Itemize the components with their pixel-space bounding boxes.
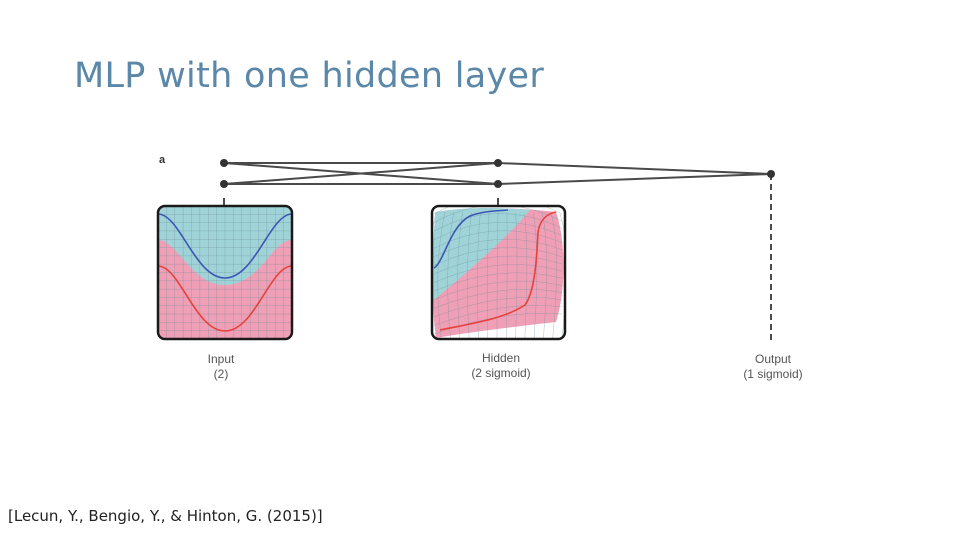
hidden-region-cyan: [432, 208, 530, 300]
input-node-1: [220, 159, 228, 167]
hidden-node-2: [494, 180, 502, 188]
network-edges: [223, 162, 772, 341]
edge-hidden2-output: [497, 173, 772, 185]
output-layer-units: (1 sigmoid): [743, 367, 802, 381]
edge-input2-hidden1: [223, 162, 499, 185]
input-layer-units: (2): [214, 367, 229, 381]
input-space-panel: [156, 204, 294, 341]
hidden-node-1: [494, 159, 502, 167]
slide-title: MLP with one hidden layer: [74, 56, 545, 96]
input-node-2: [220, 180, 228, 188]
input-curve-red: [158, 265, 292, 332]
input-layer-name: Input: [208, 352, 235, 366]
edge-hidden1-output: [497, 162, 772, 175]
input-panel-frame: [156, 204, 294, 341]
hidden-curve-blue: [433, 209, 509, 269]
hidden-panel-frame: [430, 204, 567, 341]
output-layer-name: Output: [755, 352, 792, 366]
input-curve-blue: [158, 213, 292, 279]
hidden-curve-red: [439, 211, 557, 331]
network-nodes: [220, 159, 775, 188]
input-grid: [158, 206, 292, 339]
panel-letter: a: [159, 154, 166, 166]
hidden-layer-name: Hidden: [482, 351, 520, 365]
output-node: [767, 170, 775, 178]
citation: [Lecun, Y., Bengio, Y., & Hinton, G. (20…: [8, 507, 323, 525]
hidden-space-panel: [430, 204, 567, 341]
hidden-layer-units: (2 sigmoid): [471, 366, 530, 380]
